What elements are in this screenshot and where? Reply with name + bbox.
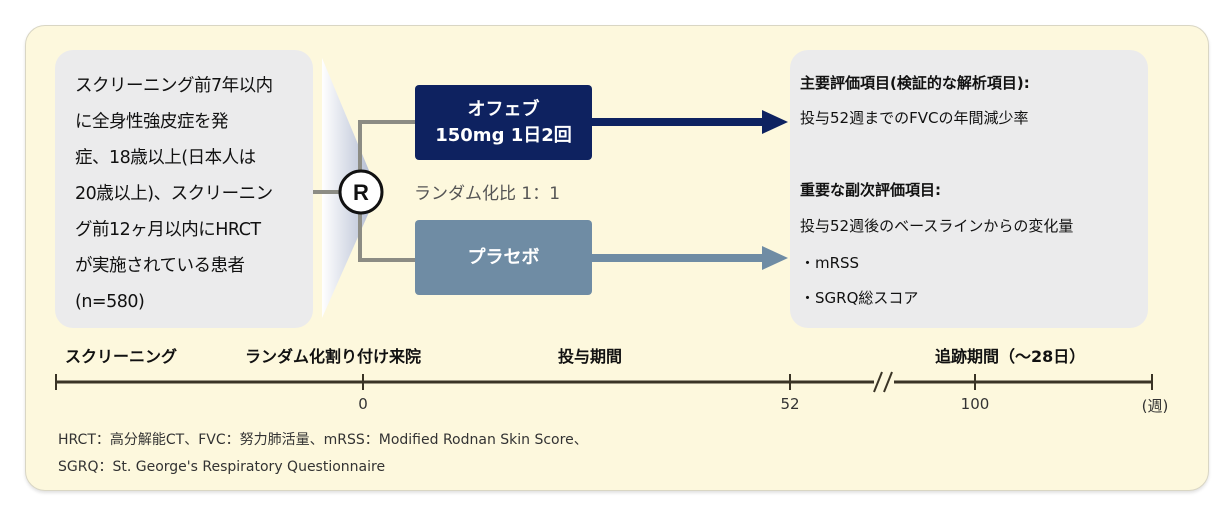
phase-randomization-visit: ランダム化割り付け来院 bbox=[245, 347, 422, 366]
endpoints-panel: 主要評価項目(検証的な解析項目): 投与52週までのFVCの年間減少率 重要な副… bbox=[790, 50, 1148, 328]
phase-treatment: 投与期間 bbox=[558, 347, 623, 366]
drug-arm-box: オフェブ 150mg 1日2回 bbox=[415, 85, 592, 160]
drug-name: オフェブ bbox=[467, 98, 540, 120]
primary-endpoint-item: 投与52週までのFVCの年間減少率 bbox=[800, 109, 1029, 127]
tick-unit-weeks: (週) bbox=[1141, 397, 1169, 415]
drug-dose: 150mg 1日2回 bbox=[435, 124, 572, 146]
placebo-arm-box: プラセボ bbox=[415, 220, 592, 295]
randomization-symbol: R bbox=[353, 180, 369, 205]
drug-arrow-head bbox=[762, 110, 788, 134]
eligibility-text: スクリーニング前7年以内 に全身性強皮症を発 症、18歳以上(日本人は 20歳以… bbox=[75, 76, 273, 312]
footnote-2: SGRQ：St. George's Respiratory Questionna… bbox=[58, 459, 386, 475]
primary-endpoint-heading: 主要評価項目(検証的な解析項目): bbox=[800, 74, 1030, 92]
phase-follow-up: 追跡期間（～28日） bbox=[935, 347, 1086, 366]
placebo-arrow-head bbox=[762, 246, 788, 270]
secondary-bullet-mrss: ・mRSS bbox=[800, 254, 860, 272]
phase-screening: スクリーニング bbox=[65, 347, 178, 366]
tick-0: 0 bbox=[358, 395, 368, 413]
eligibility-panel: スクリーニング前7年以内 に全身性強皮症を発 症、18歳以上(日本人は 20歳以… bbox=[55, 50, 313, 328]
secondary-bullet-sgrq: ・SGRQ総スコア bbox=[800, 289, 919, 307]
placebo-label: プラセボ bbox=[467, 246, 540, 268]
tick-52: 52 bbox=[780, 395, 800, 413]
footnote-1: HRCT：高分解能CT、FVC：努力肺活量、mRSS：Modified Rodn… bbox=[58, 432, 588, 448]
randomization-ratio: ランダム化比 1：1 bbox=[414, 184, 561, 204]
secondary-endpoint-item: 投与52週後のベースラインからの変化量 bbox=[800, 217, 1074, 235]
randomization-circle bbox=[338, 169, 384, 215]
tick-100: 100 bbox=[960, 395, 990, 413]
secondary-endpoint-heading: 重要な副次評価項目: bbox=[800, 181, 941, 199]
